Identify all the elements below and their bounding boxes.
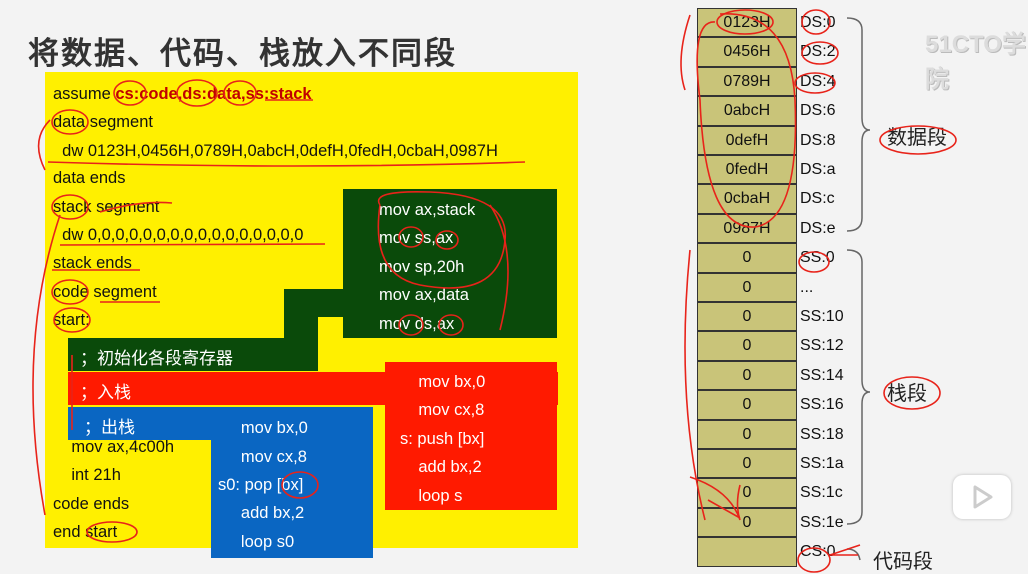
- init-line: mov sp,20h: [379, 258, 465, 276]
- init-line: mov ax,stack: [379, 201, 476, 219]
- memory-cell: 0: [697, 419, 797, 449]
- watermark: 51CTO学院: [925, 31, 1026, 93]
- memory-address: DS:4: [800, 72, 836, 90]
- memory-address: DS:0: [800, 14, 836, 31]
- code-line: dw 0,0,0,0,0,0,0,0,0,0,0,0,0,0,0,0: [53, 226, 304, 244]
- push-block: [385, 362, 557, 510]
- code-line: code ends: [53, 495, 130, 513]
- push-line: mov cx,8: [400, 401, 485, 419]
- push-line: mov bx,0: [400, 373, 486, 391]
- code-line: start:: [53, 311, 90, 329]
- assume-line: assume cs:code,ds:data,ss:stack: [53, 84, 312, 104]
- code-segment-label: 代码段: [873, 549, 933, 573]
- memory-cell: 0fedH: [697, 155, 797, 185]
- assume-keyword: assume: [53, 85, 116, 103]
- init-comment: ；初始化各段寄存器: [80, 349, 233, 369]
- memory-address: DS:e: [800, 219, 836, 237]
- memory-address: SS:14: [800, 366, 844, 384]
- memory-cell: 0abcH: [697, 96, 797, 126]
- memory-cell: 0: [697, 478, 797, 508]
- memory-cell: 0: [697, 507, 797, 538]
- memory-cell: 0789H: [697, 66, 797, 97]
- memory-address: SS:12: [800, 337, 844, 355]
- memory-address: CS:0: [800, 543, 836, 561]
- memory-cell: 0: [697, 360, 797, 391]
- code-line: mov ax,4c00h: [53, 438, 175, 456]
- init-comment-bar: [68, 338, 318, 371]
- memory-address: DS:a: [800, 161, 836, 178]
- memory-address: SS:18: [800, 425, 844, 443]
- code-line: dw 0123H,0456H,0789H,0abcH,0defH,0fedH,0…: [53, 142, 498, 160]
- memory-address: SS:1a: [800, 455, 844, 472]
- slide-title: 将数据、代码、栈放入不同段: [28, 36, 457, 72]
- memory-cell: 0cbaH: [697, 184, 797, 214]
- code-line: end start: [53, 523, 118, 541]
- push-line: loop s: [400, 487, 463, 505]
- code-line: int 21h: [53, 466, 121, 484]
- play-icon: [973, 485, 993, 509]
- memory-address: SS:10: [800, 308, 844, 325]
- memory-address: SS:1e: [800, 513, 844, 531]
- data-segment-label: 数据段: [887, 125, 947, 149]
- memory-cell: 0: [697, 302, 797, 332]
- push-comment: ；入栈: [80, 383, 131, 403]
- push-line: s: push [bx]: [400, 430, 485, 448]
- code-line: code segment: [53, 283, 157, 301]
- memory-cell: 0987H: [697, 213, 797, 244]
- play-button[interactable]: [953, 475, 1011, 519]
- push-line: add bx,2: [400, 458, 482, 476]
- pop-comment: ；出栈: [84, 418, 135, 438]
- assume-args: cs:code,ds:data,ss:stack: [115, 85, 312, 103]
- memory-cell: 0: [697, 243, 797, 273]
- memory-address: SS:16: [800, 396, 844, 414]
- memory-cell: 0defH: [697, 125, 797, 155]
- init-line: mov ds,ax: [379, 315, 455, 333]
- memory-address: DS:8: [800, 131, 836, 149]
- memory-cell: 0: [697, 449, 797, 479]
- memory-address: DS:6: [800, 102, 836, 120]
- memory-cell: 0456H: [697, 37, 797, 67]
- memory-address: SS:0: [800, 249, 835, 267]
- code-line: data segment: [53, 113, 153, 131]
- pop-comment-bar: [68, 407, 218, 440]
- memory-address: SS:1c: [800, 484, 843, 502]
- init-line: mov ss,ax: [379, 229, 454, 247]
- pop-line: loop s0: [218, 533, 295, 551]
- code-line: data ends: [53, 169, 126, 187]
- stack-segment-label: 栈段: [887, 381, 927, 405]
- memory-address: ...: [800, 278, 814, 296]
- memory-address: DS:c: [800, 190, 835, 208]
- pop-line: mov cx,8: [218, 448, 307, 466]
- memory-cell: 0: [697, 390, 797, 420]
- pop-line: s0: pop [bx]: [218, 476, 304, 494]
- pop-line: add bx,2: [218, 504, 305, 522]
- memory-cell: 0: [697, 272, 797, 302]
- code-line: stack segment: [53, 198, 160, 216]
- pop-line: mov bx,0: [218, 419, 308, 437]
- memory-cell: 0: [697, 331, 797, 361]
- memory-cell: [697, 537, 797, 567]
- init-line: mov ax,data: [379, 286, 469, 304]
- memory-cell: 0123H: [697, 8, 797, 38]
- code-line: stack ends: [53, 254, 132, 272]
- memory-address: DS:2: [800, 43, 836, 61]
